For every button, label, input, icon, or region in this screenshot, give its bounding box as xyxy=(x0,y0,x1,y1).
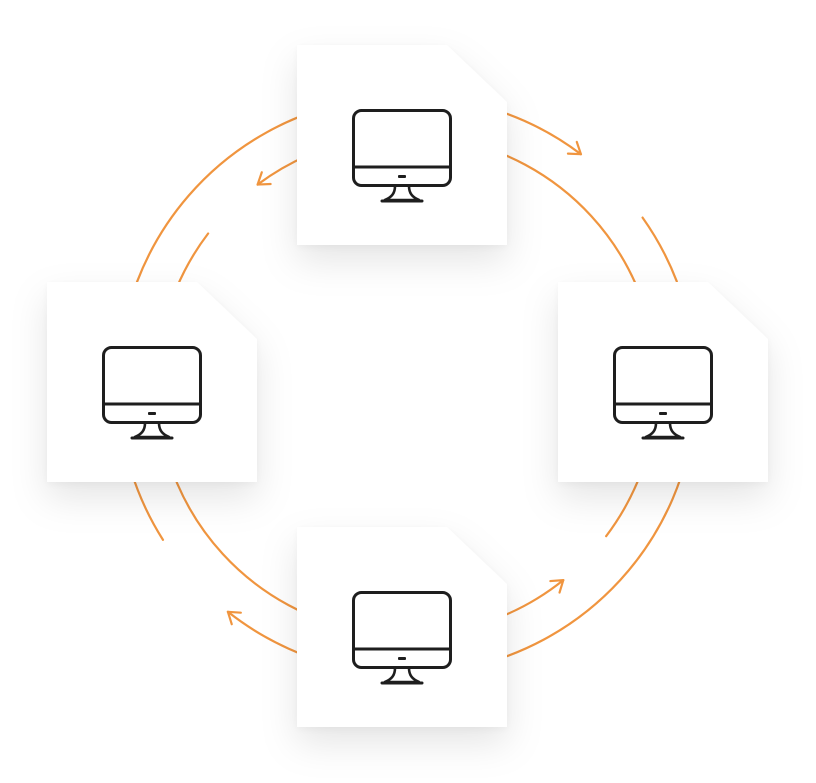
arrowhead-icon xyxy=(549,579,565,594)
arrowhead-icon xyxy=(256,171,272,186)
arrowhead-icon xyxy=(566,140,583,156)
node-card-bottom xyxy=(297,527,507,727)
node-card-left xyxy=(47,282,257,482)
node-card-right xyxy=(558,282,768,482)
desktop-monitor-icon xyxy=(102,346,202,440)
desktop-monitor-icon xyxy=(613,346,713,440)
desktop-monitor-icon xyxy=(352,109,452,203)
outer-dash-right xyxy=(641,216,678,283)
node-card-top xyxy=(297,45,507,245)
arrowhead-icon xyxy=(226,610,242,626)
desktop-monitor-icon xyxy=(352,591,452,685)
